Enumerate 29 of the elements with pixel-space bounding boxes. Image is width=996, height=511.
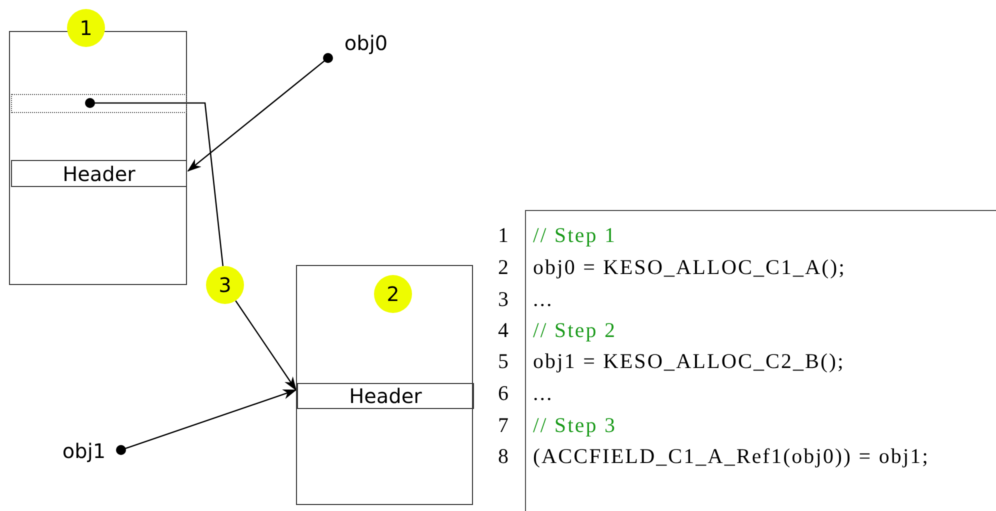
line-number: 8 xyxy=(497,443,510,470)
callout-number: 1 xyxy=(67,9,105,47)
callout-number: 2 xyxy=(374,275,412,313)
line-number: 6 xyxy=(497,380,510,407)
code-line: obj0 = KESO_ALLOC_C1_A(); xyxy=(533,254,848,281)
code-line: ... xyxy=(533,286,554,313)
line-number: 3 xyxy=(497,286,510,313)
header-field: Header xyxy=(11,160,187,187)
variable-label: obj1 xyxy=(58,438,110,464)
memory-object-box xyxy=(296,265,473,505)
code-line: (ACCFIELD_C1_A_Ref1(obj0)) = obj1; xyxy=(533,443,930,470)
arrow xyxy=(116,389,297,455)
code-comment: // Step 2 xyxy=(533,317,618,344)
reference-slot xyxy=(11,94,187,113)
line-number: 5 xyxy=(497,348,510,375)
code-comment: // Step 3 xyxy=(533,412,618,439)
line-number: 4 xyxy=(497,317,510,344)
connector-line xyxy=(85,98,224,266)
line-number: 7 xyxy=(497,412,510,439)
header-field: Header xyxy=(297,383,474,409)
line-number: 2 xyxy=(497,254,510,281)
code-line: obj1 = KESO_ALLOC_C2_B(); xyxy=(533,348,846,375)
code-comment: // Step 1 xyxy=(533,222,618,249)
arrow xyxy=(187,53,333,172)
arrow xyxy=(235,300,297,391)
callout-number: 3 xyxy=(206,266,244,304)
code-line: ... xyxy=(533,380,554,407)
variable-label: obj0 xyxy=(336,30,396,56)
line-number: 1 xyxy=(497,222,510,249)
